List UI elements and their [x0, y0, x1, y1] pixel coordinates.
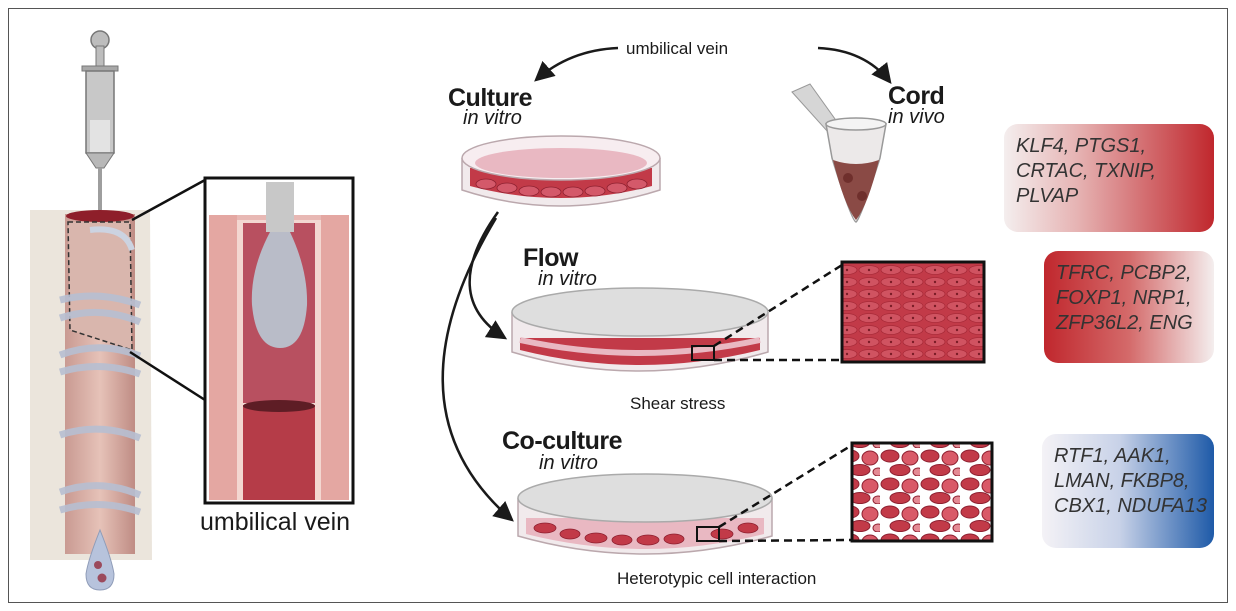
gene-line: TFRC, PCBP2, — [1056, 261, 1204, 286]
gene-line: FOXP1, NRP1, — [1056, 286, 1204, 311]
flow-caption: Shear stress — [630, 395, 725, 412]
gene-line: RTF1, AAK1, — [1054, 444, 1204, 469]
condition-cord-setting: in vivo — [888, 107, 945, 127]
cord-sample-tube-icon — [792, 84, 886, 222]
condition-flow-setting: in vitro — [538, 269, 597, 289]
condition-arrows — [443, 212, 512, 520]
gene-line: CBX1, NDUFA13 — [1054, 494, 1204, 519]
condition-culture-setting: in vitro — [463, 108, 522, 128]
coculture-caption: Heterotypic cell interaction — [617, 570, 816, 587]
flow-dish — [512, 288, 768, 371]
condition-coculture-title: Co-culture — [502, 429, 622, 454]
coculture-zoom-inset — [852, 443, 992, 541]
gene-box-coculture: RTF1, AAK1, LMAN, FKBP8, CBX1, NDUFA13 — [1042, 434, 1214, 548]
gene-line: LMAN, FKBP8, — [1054, 469, 1204, 494]
syringe-icon — [82, 31, 118, 216]
top-label: umbilical vein — [626, 40, 728, 57]
gene-box-flow: TFRC, PCBP2, FOXP1, NRP1, ZFP36L2, ENG — [1044, 251, 1214, 363]
gene-line: KLF4, PTGS1, — [1016, 134, 1204, 159]
gene-line: CRTAC, TXNIP, — [1016, 159, 1204, 184]
culture-dish — [462, 136, 660, 206]
gene-line: PLVAP — [1016, 184, 1204, 209]
vein-cross-section — [205, 178, 353, 503]
flow-zoom-inset — [842, 262, 984, 362]
condition-coculture-setting: in vitro — [539, 453, 598, 473]
gene-box-cord: KLF4, PTGS1, CRTAC, TXNIP, PLVAP — [1004, 124, 1214, 232]
umbilical-cord-illustration — [30, 210, 152, 560]
vein-caption: umbilical vein — [200, 510, 350, 535]
gene-line: ZFP36L2, ENG — [1056, 311, 1204, 336]
